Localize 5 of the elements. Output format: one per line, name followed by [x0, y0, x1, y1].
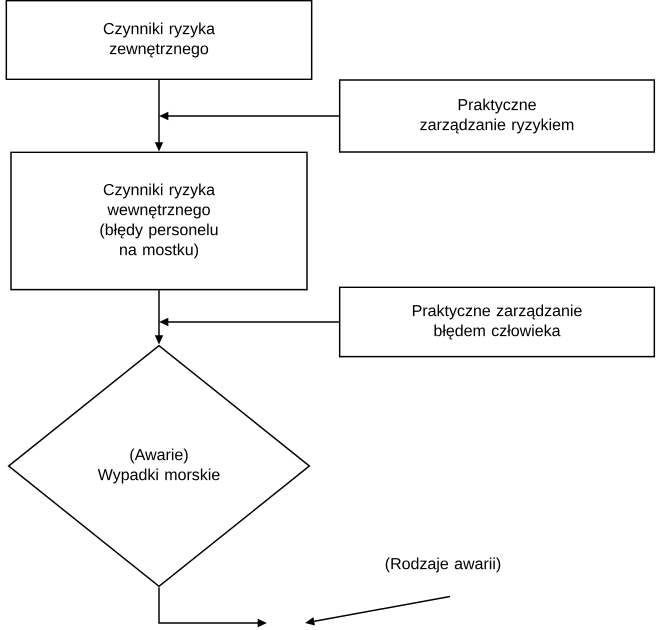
note-text: (Rodzaje awarii) — [386, 558, 500, 572]
process-box: Praktyczne zarządzanie błędem człowieka — [338, 286, 656, 358]
process-box: Czynniki ryzyka wewnętrznego (błędy personelu na mostku) — [10, 152, 308, 290]
process-box: Czynniki ryzyka zewnętrznego — [6, 0, 312, 80]
process-box: Praktyczne zarządzanie ryzykiem — [338, 79, 656, 153]
